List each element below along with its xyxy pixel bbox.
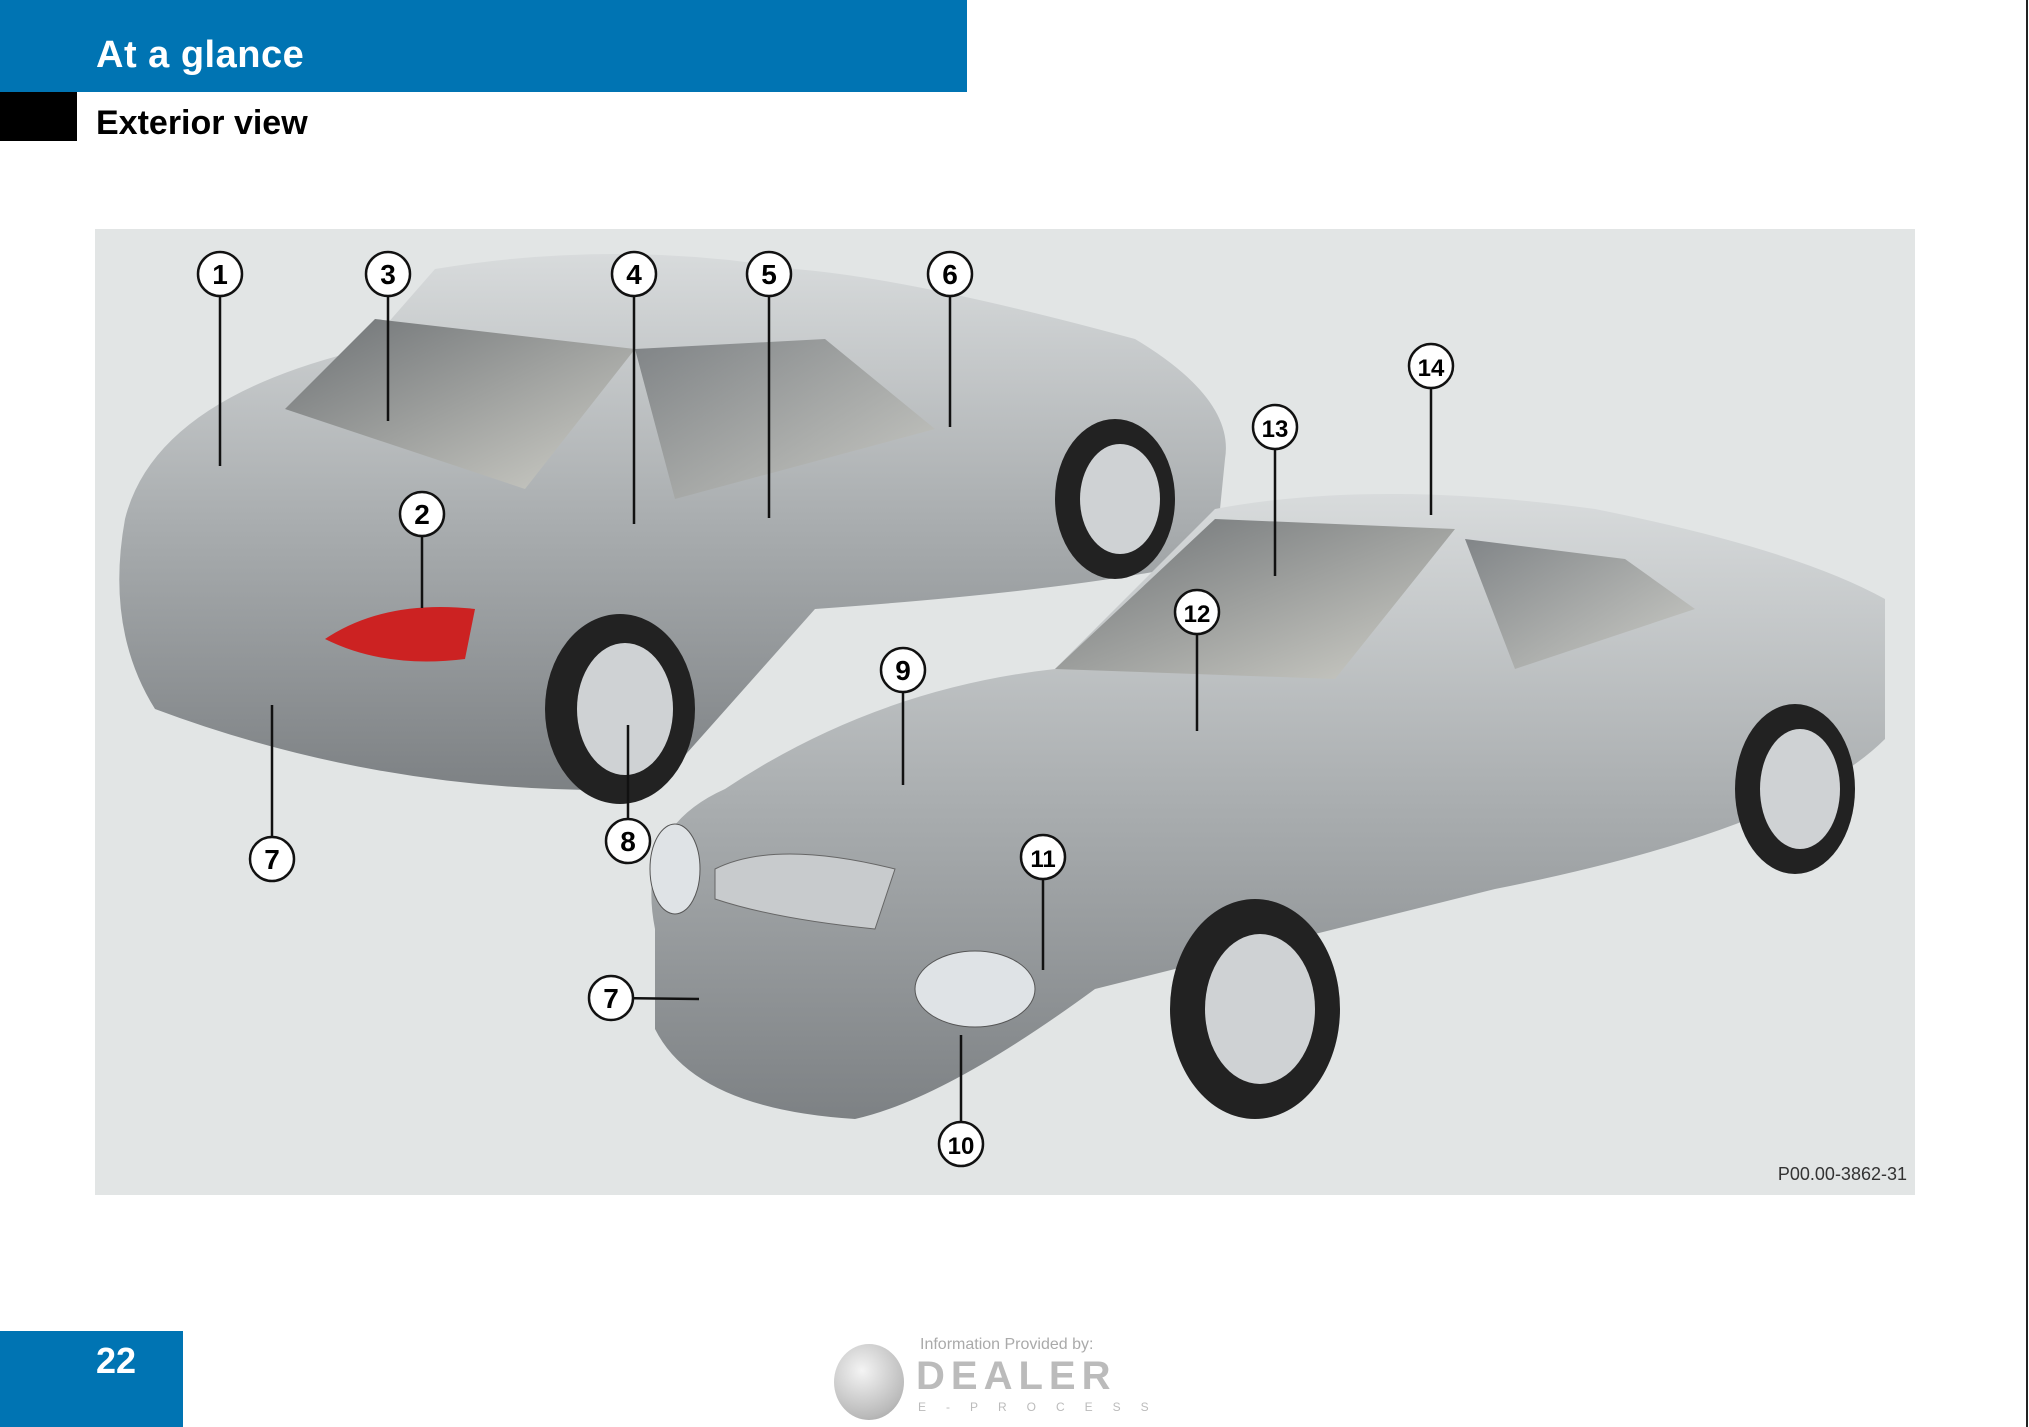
provider-sub: E-PROCESS: [918, 1400, 1169, 1414]
svg-text:8: 8: [620, 826, 636, 857]
front-view-car: [649, 494, 1885, 1119]
globe-logo-icon: [834, 1344, 904, 1420]
page-number-box: [0, 1331, 183, 1427]
svg-text:14: 14: [1418, 355, 1445, 382]
page-edge-rule: [2026, 0, 2028, 1427]
svg-text:5: 5: [761, 259, 777, 290]
callouts: 1 3 4 5 6 14 13 2 12 9 8 7 11 7 10: [196, 250, 1455, 1168]
section-header-bar: [0, 0, 967, 92]
callout-14: 14: [1407, 342, 1455, 390]
section-marker: [0, 92, 77, 141]
callout-9: 9: [879, 646, 927, 694]
svg-text:10: 10: [948, 1133, 975, 1160]
page-number: 22: [96, 1340, 137, 1381]
callout-5: 5: [745, 250, 793, 298]
svg-text:7: 7: [264, 844, 280, 875]
svg-text:3: 3: [380, 259, 396, 290]
callout-10: 10: [937, 1120, 985, 1168]
callout-12: 12: [1173, 588, 1221, 636]
provider-watermark: Information Provided by: DEALER E-PROCES…: [830, 1332, 1180, 1427]
svg-text:4: 4: [626, 259, 642, 290]
provider-note: Information Provided by:: [920, 1336, 1094, 1353]
page-title: Exterior view: [96, 104, 308, 142]
provider-name: DEALER: [916, 1354, 1117, 1398]
svg-text:6: 6: [942, 259, 958, 290]
callout-8: 8: [604, 817, 652, 865]
exterior-view-illustration: 1 3 4 5 6 14 13 2 12 9 8 7 11 7 10 P00.0…: [95, 229, 1915, 1195]
svg-text:1: 1: [212, 259, 228, 290]
svg-text:12: 12: [1184, 601, 1211, 628]
leader-lines: [218, 274, 1433, 1144]
callout-1: 1: [196, 250, 244, 298]
svg-text:2: 2: [414, 499, 430, 530]
callout-4: 4: [610, 250, 658, 298]
svg-text:11: 11: [1030, 846, 1055, 873]
callout-11: 11: [1019, 833, 1067, 881]
svg-text:13: 13: [1262, 416, 1289, 443]
callout-2: 2: [398, 490, 446, 538]
svg-text:7: 7: [603, 983, 619, 1014]
figure-code: P00.00-3862-31: [1777, 1164, 1907, 1184]
callout-6: 6: [926, 250, 974, 298]
section-title: At a glance: [96, 34, 305, 76]
callout-3: 3: [364, 250, 412, 298]
svg-text:9: 9: [895, 655, 911, 686]
car-illustration: 1 3 4 5 6 14 13 2 12 9 8 7 11 7 10: [119, 250, 1885, 1168]
callout-7-front: 7: [587, 974, 635, 1022]
callout-7-rear: 7: [248, 835, 296, 883]
callout-13: 13: [1251, 403, 1299, 451]
